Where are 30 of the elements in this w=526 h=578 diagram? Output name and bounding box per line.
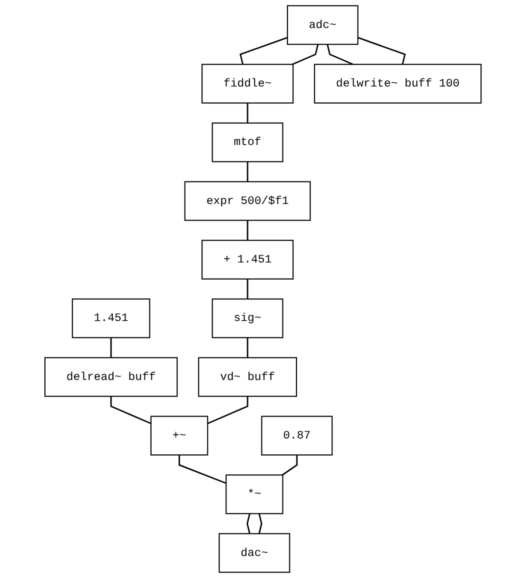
connector [246,162,248,182]
node-box: 1.451 [72,298,150,338]
connector [246,103,248,124]
node-box: fiddle~ [202,64,294,104]
node-box: vd~ buff [198,357,298,397]
connector [110,396,152,424]
connector [246,278,248,300]
connector [207,396,248,424]
connector [246,220,248,240]
node-box: dac~ [218,533,290,573]
connector [110,338,112,358]
node-box: 0.87 [261,416,333,456]
node-box: + 1.451 [202,240,294,280]
connector [282,454,298,476]
connector [240,36,288,65]
node-box: mtof [212,122,284,162]
node-box: delread~ buff [44,357,178,397]
connector [258,513,262,534]
node-box: *~ [226,474,284,514]
connector [326,44,354,66]
connector [178,454,226,484]
node-box: +~ [150,416,208,456]
node-box: expr 500/$f1 [184,181,311,221]
node-box: delwrite~ buff 100 [314,64,482,104]
node-box: adc~ [286,5,358,45]
connector [358,36,406,65]
connector [246,338,248,358]
connector [292,44,319,66]
connector [246,513,250,534]
node-box: sig~ [212,298,284,338]
